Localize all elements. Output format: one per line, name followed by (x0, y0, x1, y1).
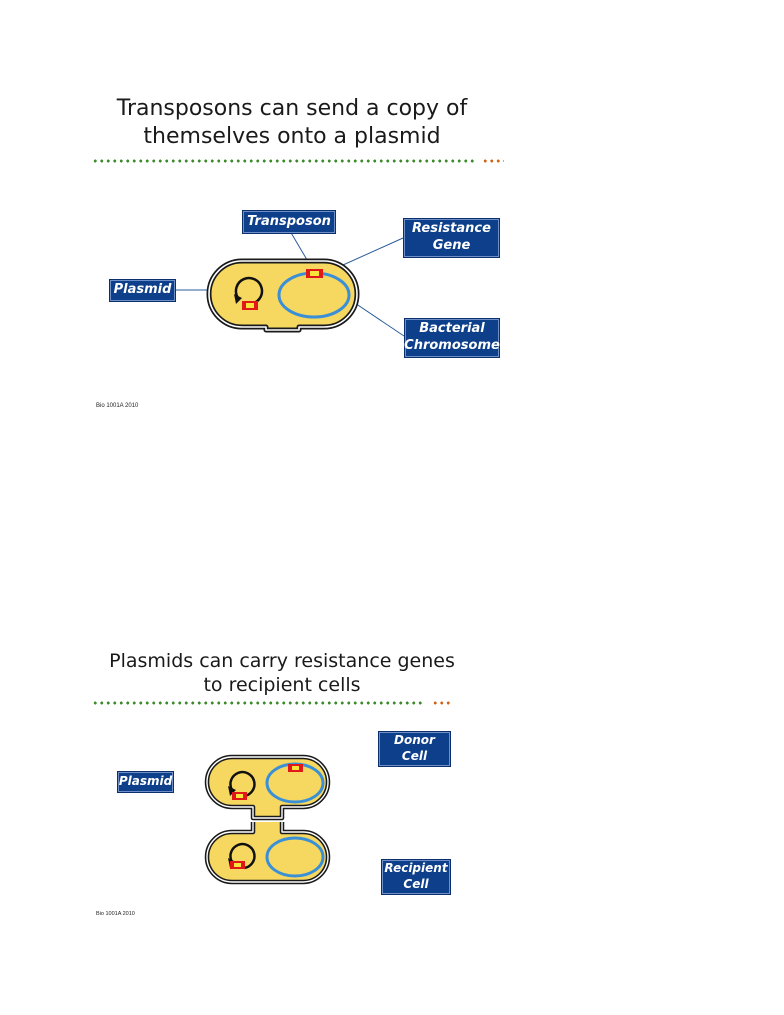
donor-plasmid-resistance-gene-icon (232, 792, 247, 800)
donor-chromosome-resistance-gene-icon (288, 764, 303, 772)
slide-1-diagram (0, 0, 784, 420)
plasmid-label-2: Plasmid (118, 772, 173, 792)
donor-cell-label: Donor Cell (379, 732, 450, 766)
transposon-resistance-gene-icon (306, 269, 323, 278)
recipient-plasmid-resistance-gene-icon (230, 861, 245, 869)
slide-1: Transposons can send a copy of themselve… (0, 0, 784, 500)
bacterial-chromosome-label: Bacterial Chromosome (405, 319, 499, 357)
resistance-gene-label: Resistance Gene (404, 219, 499, 257)
slide-2: Plasmids can carry resistance genes to r… (0, 500, 784, 1015)
plasmid-label: Plasmid (110, 280, 175, 301)
recipient-cell-label: Recipient Cell (382, 860, 450, 894)
bacterial-cell (209, 261, 357, 330)
transposon-label: Transposon (243, 211, 335, 233)
slide-1-footer: Bio 1001A 2010 (96, 403, 138, 409)
plasmid-resistance-gene-icon (242, 301, 258, 310)
slide-2-footer: Bio 1001A 2010 (96, 911, 135, 917)
